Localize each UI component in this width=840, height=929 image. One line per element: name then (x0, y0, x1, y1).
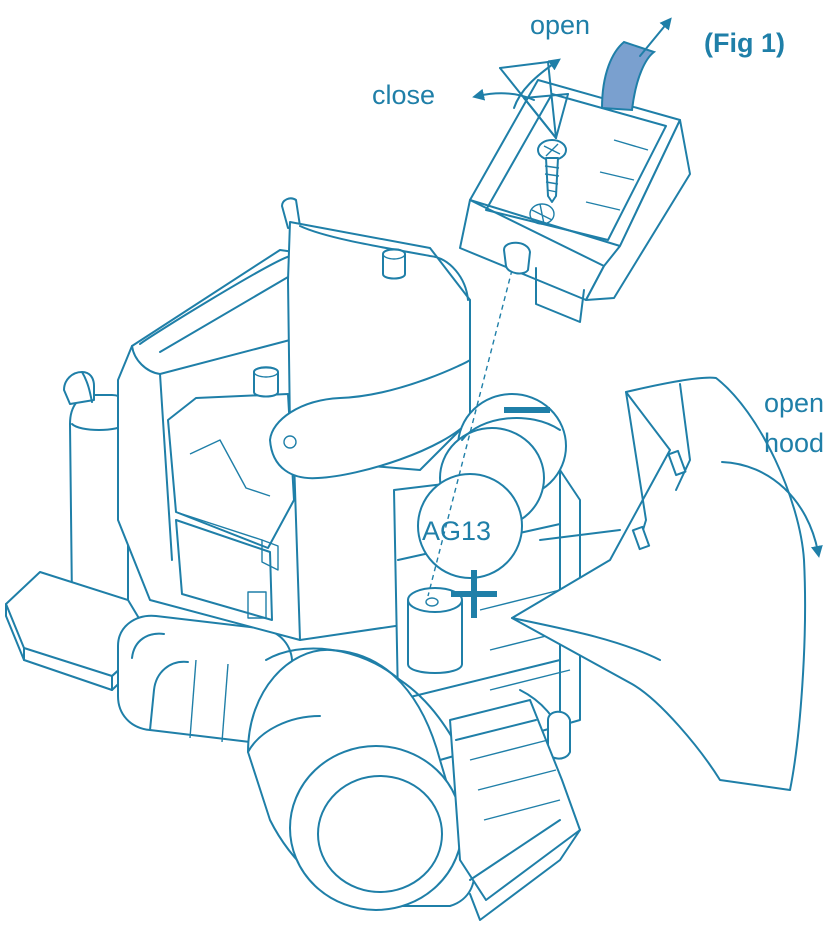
roof-fairing (253, 197, 471, 480)
lift-arrow (639, 17, 672, 57)
open-hood-label-line1: open (764, 388, 824, 418)
battery-cover (459, 79, 691, 323)
phillips-screw-icon (537, 139, 567, 203)
plus-sign-icon (451, 570, 497, 618)
fuel-tank (117, 614, 294, 744)
guide-line (427, 269, 513, 597)
open-hood-label-line2: hood (764, 428, 824, 458)
close-cover-label: close (372, 80, 435, 110)
front-wheel (247, 647, 475, 911)
figure-label: (Fig 1) (704, 28, 785, 58)
rotate-open-arrow (513, 58, 561, 109)
radiator-grill (449, 699, 581, 921)
open-cover-label: open (530, 10, 590, 40)
hood (511, 376, 807, 791)
rotate-close-arrow (472, 88, 535, 101)
screwdriver-icon (499, 61, 569, 139)
battery-stack (407, 393, 567, 674)
battery-type-label: AG13 (422, 516, 491, 546)
toy-truck (5, 197, 807, 921)
hood-open-arrow (721, 461, 823, 558)
cover-release-tab-icon (600, 40, 657, 112)
